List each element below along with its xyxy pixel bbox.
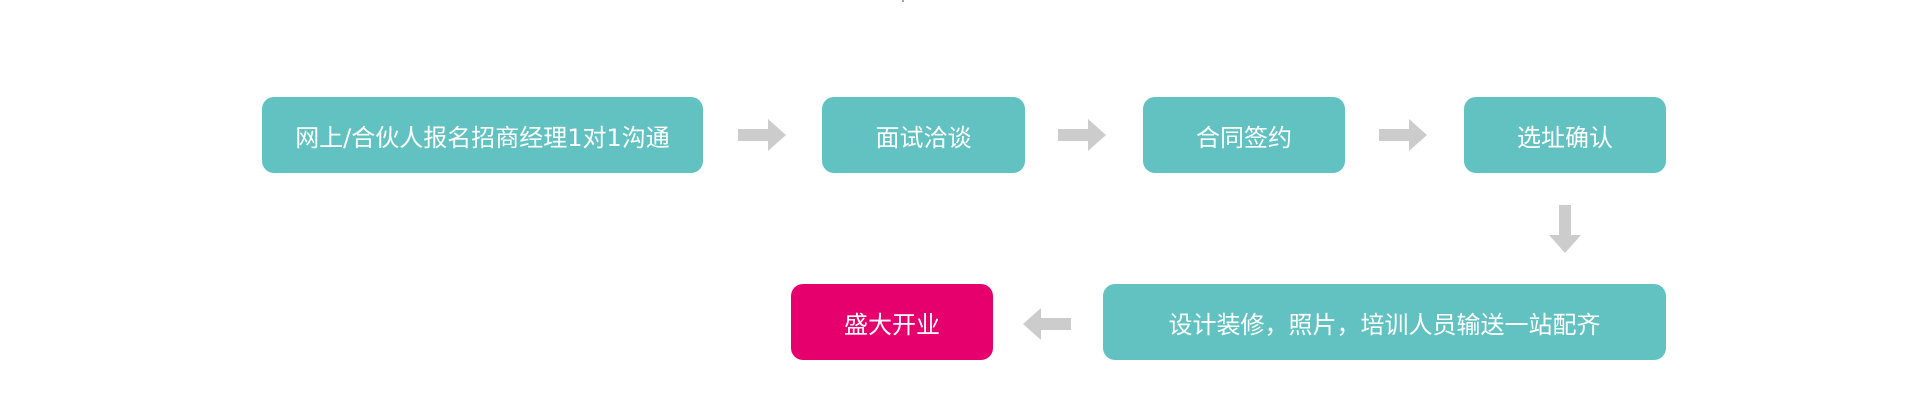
arrow-left-icon: [1023, 308, 1071, 340]
step-contract: 合同签约: [1143, 97, 1345, 173]
arrow-right-icon: [1058, 119, 1106, 151]
stray-dot: [902, 0, 904, 2]
step-design-training: 设计装修，照片，培训人员输送一站配齐: [1103, 284, 1666, 360]
step-grand-opening: 盛大开业: [791, 284, 993, 360]
step-interview: 面试洽谈: [822, 97, 1025, 173]
step-site-selection: 选址确认: [1464, 97, 1666, 173]
arrow-right-icon: [738, 119, 786, 151]
step-signup-consult: 网上/合伙人报名招商经理1对1沟通: [262, 97, 703, 173]
arrow-right-icon: [1379, 119, 1427, 151]
arrow-down-icon: [1549, 205, 1581, 253]
